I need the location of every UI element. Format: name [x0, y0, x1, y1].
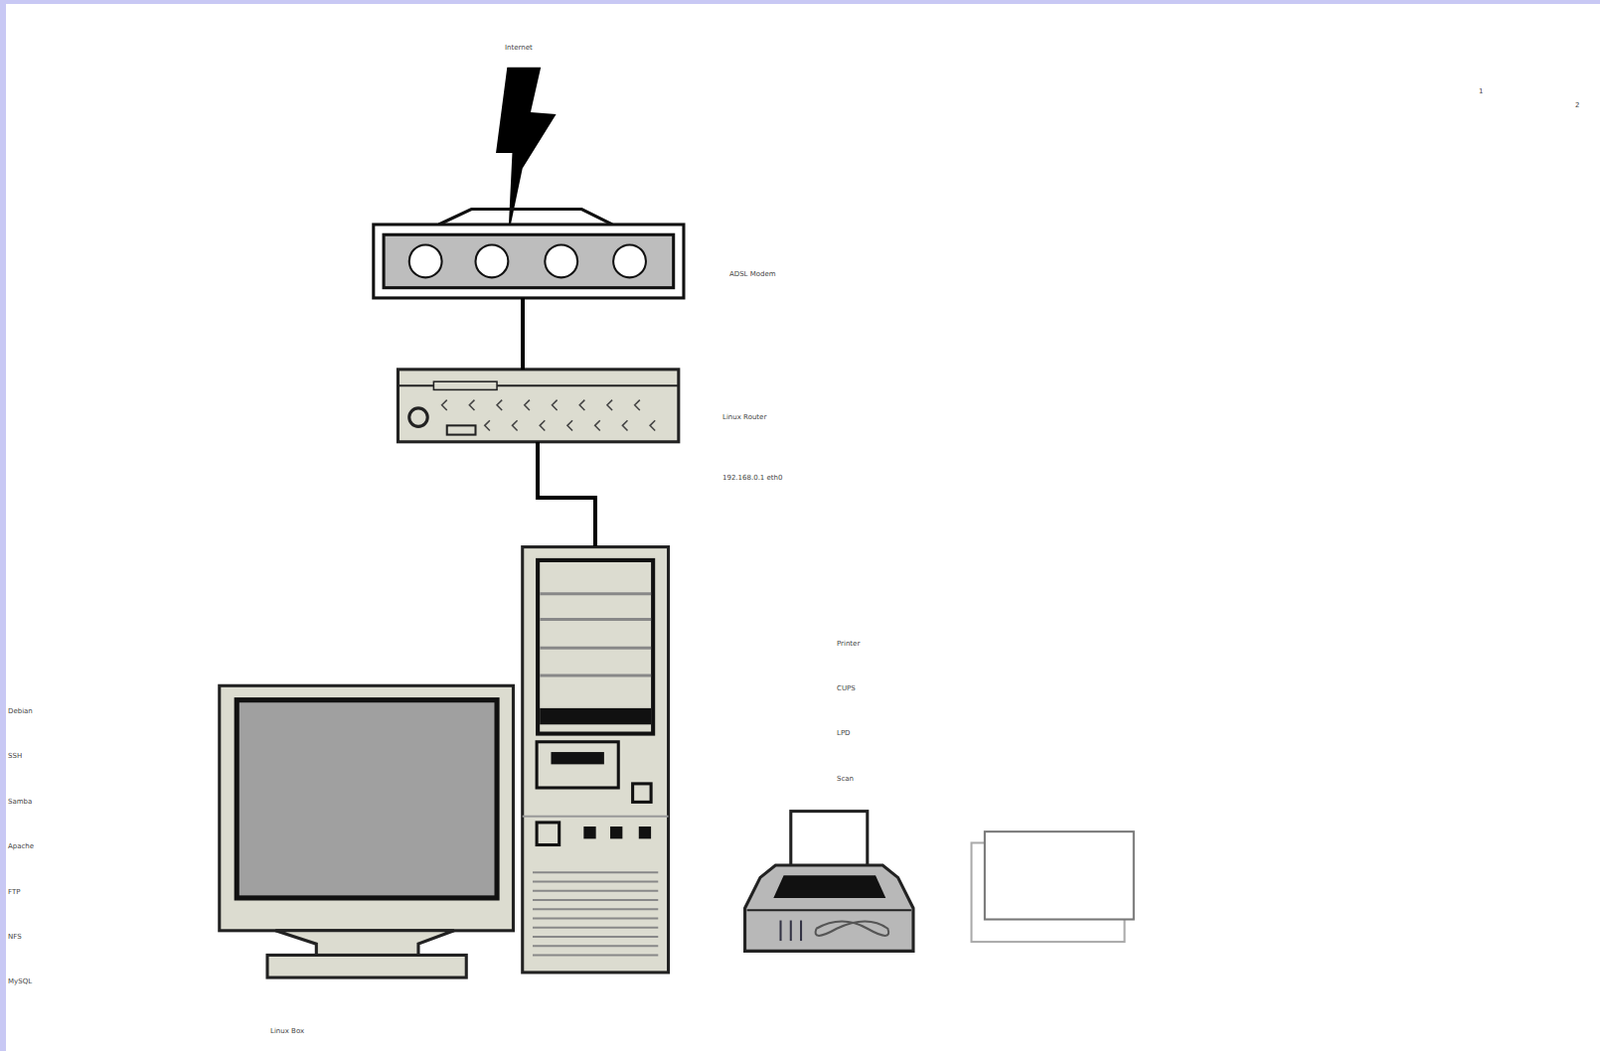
internet-bolt — [495, 67, 557, 238]
note-label: CUPS — [836, 684, 856, 694]
note-label: MySQL — [7, 977, 32, 987]
device-label: Linux Box — [270, 1027, 305, 1037]
network-cable — [520, 298, 525, 370]
device-node: Linux Router — [397, 369, 679, 443]
note-label: Internet — [504, 43, 533, 53]
note-label: LPD — [836, 729, 851, 739]
note-label: NFS — [7, 933, 22, 943]
device-node: ADSL Modem — [373, 224, 684, 299]
network-cable — [537, 442, 596, 547]
device-label: Linux Router — [722, 413, 767, 423]
note-label: Apache — [7, 842, 34, 852]
note-label: Printer — [836, 640, 860, 649]
note-label: 1 — [1478, 87, 1483, 97]
note-label: Samba — [7, 798, 32, 807]
note-label: FTP — [7, 888, 20, 898]
device-label: ADSL Modem — [729, 270, 777, 280]
note-label: Scan — [836, 775, 854, 785]
note-label: SSH — [7, 752, 22, 762]
note-label: 2 — [1575, 101, 1580, 111]
device-node: Linux Box — [219, 546, 669, 978]
note-label: Debian — [7, 707, 33, 717]
note-label: 192.168.0.1 eth0 — [722, 474, 783, 483]
